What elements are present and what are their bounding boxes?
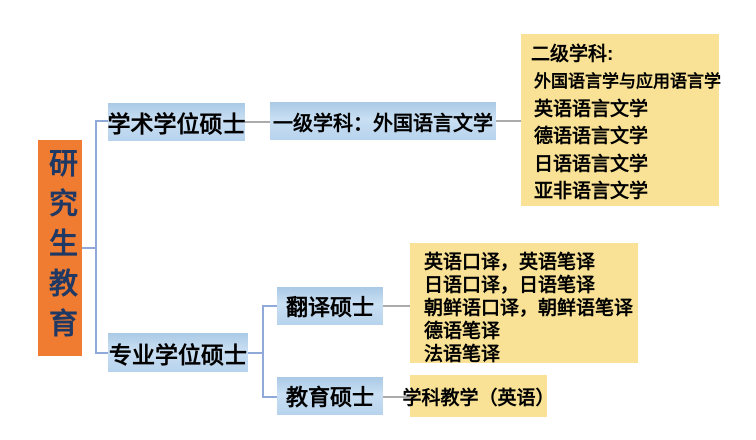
node-professional-masters-label: 专业学位硕士 xyxy=(109,341,247,368)
connector-academic-to-discipline xyxy=(245,121,270,123)
node-academic-masters: 学术学位硕士 xyxy=(107,103,246,141)
node-education-masters-label: 教育硕士 xyxy=(285,385,374,410)
node-academic-masters-label: 学术学位硕士 xyxy=(107,111,246,137)
root-node-graduate-education: 研究生教育 xyxy=(38,140,82,356)
leaf-second-level-disciplines: 二级学科: 外国语言学与应用语言学英语语言文学德语语言文学日语语言文学亚非语言文… xyxy=(521,34,721,206)
second-level-disciplines-list: 外国语言学与应用语言学英语语言文学德语语言文学日语语言文学亚非语言文学 xyxy=(531,68,721,206)
second-level-discipline-item: 德语语言文学 xyxy=(534,126,649,147)
translation-program-item: 日语口译，日语笔译 xyxy=(424,275,596,296)
node-translation-masters-label: 翻译硕士 xyxy=(285,295,374,320)
connector-root-stub xyxy=(82,247,96,249)
connector-academic-stub xyxy=(95,120,108,122)
connector-education-stub xyxy=(262,396,277,398)
education-program-item: 学科教学（英语） xyxy=(402,387,555,409)
leaf-translation-programs: 英语口译，英语笔译日语口译，日语笔译朝鲜语口译，朝鲜语笔译德语笔译法语笔译 xyxy=(410,243,638,366)
second-level-discipline-item: 外国语言学与应用语言学 xyxy=(534,72,721,91)
second-level-discipline-item: 亚非语言文学 xyxy=(534,181,649,202)
node-professional-masters: 专业学位硕士 xyxy=(108,333,248,372)
connector-professional-out xyxy=(248,352,263,354)
translation-programs-list: 英语口译，英语笔译日语口译，日语笔译朝鲜语口译，朝鲜语笔译德语笔译法语笔译 xyxy=(424,251,634,366)
node-first-level-discipline-label: 一级学科：外国语言文学 xyxy=(273,112,493,135)
translation-program-item: 朝鲜语口译，朝鲜语笔译 xyxy=(424,298,634,319)
second-level-disciplines-heading: 二级学科: xyxy=(531,44,614,65)
connector-discipline-to-subdisciplines xyxy=(496,120,521,122)
node-first-level-discipline: 一级学科：外国语言文学 xyxy=(270,102,496,140)
translation-program-item: 英语口译，英语笔译 xyxy=(424,252,596,273)
translation-program-item: 法语笔译 xyxy=(424,344,501,365)
second-level-discipline-item: 英语语言文学 xyxy=(534,98,649,120)
leaf-education-programs: 学科教学（英语） xyxy=(403,375,555,417)
root-label: 研究生教育 xyxy=(44,148,77,348)
connector-professional-vertical xyxy=(262,305,264,397)
node-translation-masters: 翻译硕士 xyxy=(277,287,383,325)
connector-root-vertical xyxy=(95,120,97,353)
second-level-discipline-item: 日语语言文学 xyxy=(534,153,649,175)
node-education-masters: 教育硕士 xyxy=(277,377,383,415)
connector-education-to-programs xyxy=(383,396,410,398)
connector-translation-to-programs xyxy=(383,305,410,307)
connector-professional-stub xyxy=(95,352,108,354)
connector-translation-stub xyxy=(262,305,277,307)
translation-program-item: 德语笔译 xyxy=(424,321,501,342)
